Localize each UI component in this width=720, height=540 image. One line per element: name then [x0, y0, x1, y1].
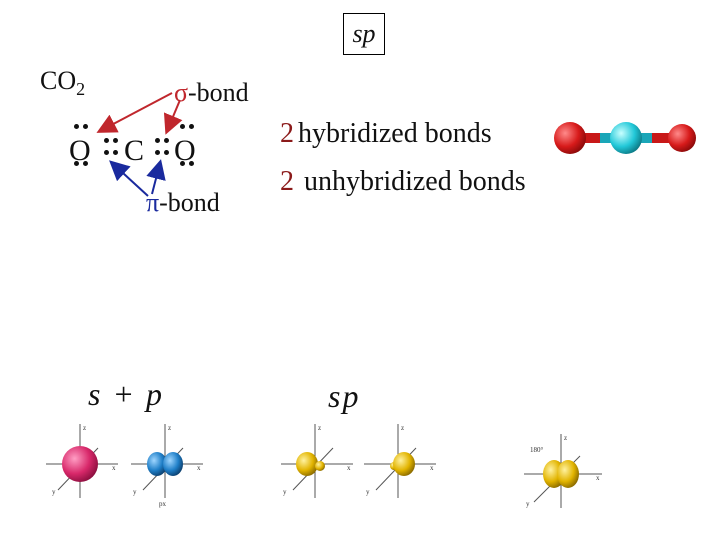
- atom-oxygen-right: O: [174, 134, 196, 167]
- x-axis-label: x: [112, 464, 116, 472]
- px-label: px: [159, 500, 167, 508]
- z-axis-label: z: [401, 424, 404, 432]
- molecule-formula: CO2: [40, 66, 85, 100]
- pi-symbol: π: [146, 188, 160, 217]
- sigma-text: -bond: [188, 78, 249, 107]
- pi-arrow-left: [109, 160, 149, 197]
- unhybridized-count: 2: [280, 166, 294, 197]
- sigma-bond-label: σ-bond: [174, 78, 249, 108]
- x-axis-label: x: [347, 464, 351, 472]
- z-axis-label: z: [83, 424, 86, 432]
- y-axis-label: y: [133, 488, 137, 496]
- page-title: sp: [352, 19, 376, 48]
- z-axis-label: z: [168, 424, 171, 432]
- formula-base: CO: [40, 66, 77, 95]
- sigma-arrow-right: [163, 99, 183, 135]
- z-axis-label: z: [564, 434, 567, 442]
- title-box: sp: [343, 13, 385, 55]
- pi-arrow-right: [146, 159, 166, 195]
- s-orbital-diagram: z x y: [46, 424, 118, 498]
- sp-orbital-combined-diagram: 180° z x y: [524, 434, 602, 508]
- sp-orbital-diagram-2: z x y: [364, 424, 436, 498]
- pi-bond-label: π-bond: [146, 188, 220, 218]
- y-axis-label: y: [283, 488, 287, 496]
- hybridized-count: 2: [280, 118, 294, 149]
- pi-text: -bond: [159, 188, 220, 217]
- x-axis-label: x: [197, 464, 201, 472]
- co2-ball-stick-model: [554, 122, 696, 154]
- orbital-header-s-plus-p: s + p: [88, 376, 165, 412]
- atom-oxygen-left: O: [69, 134, 91, 167]
- y-axis-label: y: [366, 488, 370, 496]
- hybridized-bonds-row: 2 hybridized bonds: [280, 118, 492, 150]
- x-axis-label: x: [596, 474, 600, 482]
- y-axis-label: y: [52, 488, 56, 496]
- hybridized-text: hybridized bonds: [298, 118, 492, 149]
- sigma-symbol: σ: [174, 78, 189, 107]
- orbital-header-sp: sp: [328, 378, 361, 414]
- p-orbital-diagram: z x y px: [131, 424, 203, 508]
- atom-carbon: C: [124, 134, 145, 167]
- carbon-ball: [610, 122, 642, 154]
- unhybridized-bonds-row: 2 unhybridized bonds: [280, 166, 526, 198]
- formula-subscript: 2: [76, 79, 86, 100]
- x-axis-label: x: [430, 464, 434, 472]
- unhybridized-text: unhybridized bonds: [304, 166, 526, 197]
- z-axis-label: z: [318, 424, 321, 432]
- sigma-arrow-left: [96, 92, 173, 133]
- oxygen-ball-left: [554, 122, 586, 154]
- sp-orbital-diagram-1: z x y: [281, 424, 353, 498]
- oxygen-ball-right: [668, 124, 696, 152]
- bond-arrows: [96, 92, 183, 197]
- y-axis-label: y: [526, 500, 530, 508]
- angle-label: 180°: [530, 446, 544, 454]
